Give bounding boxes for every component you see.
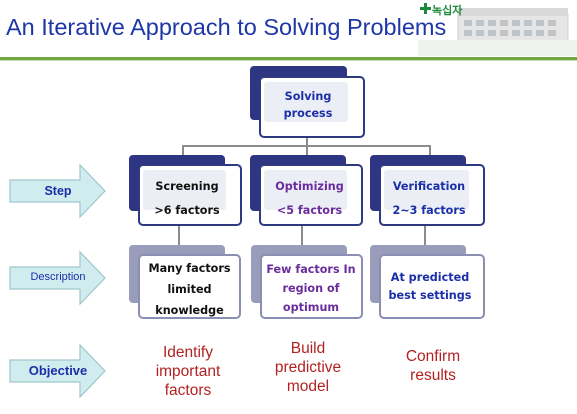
objective-optimizing-line-3: model bbox=[286, 378, 330, 395]
branch-drop-screening bbox=[182, 145, 184, 158]
objective-screening-line-1: Identify bbox=[163, 344, 213, 361]
step-desc-connector-1 bbox=[178, 224, 180, 246]
desc-screening-line-1: Many factors bbox=[148, 262, 231, 275]
desc-verification-line-2: best settings bbox=[388, 289, 472, 302]
objective-verification-line-1: Confirm bbox=[405, 348, 461, 365]
desc-screening-line-2: limited bbox=[167, 283, 212, 296]
step-box-optimizing: Optimizing <5 factors bbox=[250, 155, 363, 226]
objective-verification-line-2: results bbox=[410, 367, 456, 384]
company-logo-text: 녹십자 bbox=[432, 4, 463, 17]
step-desc-connector-3 bbox=[424, 224, 426, 246]
root-connector bbox=[306, 136, 308, 146]
step-screening-factors: >6 factors bbox=[154, 204, 220, 217]
root-box-solving-process: Solving process bbox=[250, 66, 365, 138]
step-box-verification: Verification 2~3 factors bbox=[370, 155, 485, 226]
header-divider bbox=[0, 57, 577, 60]
description-row-arrow-icon bbox=[9, 250, 106, 306]
branch-drop-verification bbox=[429, 145, 431, 158]
root-label-line-2: process bbox=[283, 107, 333, 120]
description-box-optimizing: Few factors In region of optimum bbox=[251, 245, 363, 319]
branch-drop-optimizing bbox=[306, 145, 308, 158]
page-title: An Iterative Approach to Solving Problem… bbox=[6, 14, 447, 40]
desc-optimizing-line-2: region of bbox=[282, 282, 340, 295]
objective-screening-line-2: important bbox=[155, 363, 221, 380]
row-label-step: Step bbox=[44, 184, 72, 198]
root-label-line-1: Solving bbox=[284, 90, 332, 103]
step-desc-connector-2 bbox=[301, 224, 303, 246]
step-verification-name: Verification bbox=[392, 180, 466, 193]
objective-screening-line-3: factors bbox=[164, 382, 212, 399]
step-row-arrow-icon bbox=[9, 163, 106, 219]
step-screening-name: Screening bbox=[155, 180, 219, 193]
objective-optimizing-line-2: predictive bbox=[274, 359, 342, 376]
desc-screening-line-3: knowledge bbox=[155, 304, 224, 317]
step-box-screening: Screening >6 factors bbox=[129, 155, 242, 226]
description-box-verification: At predicted best settings bbox=[370, 245, 485, 319]
row-label-description: Description bbox=[30, 271, 86, 283]
cross-logo-icon bbox=[420, 3, 431, 14]
building-logo-image bbox=[418, 8, 577, 56]
objective-optimizing-line-1: Build bbox=[290, 340, 326, 357]
desc-verification-line-1: At predicted bbox=[390, 271, 470, 284]
desc-optimizing-line-3: optimum bbox=[282, 301, 340, 314]
objective-optimizing: Build predictive model bbox=[258, 339, 358, 396]
step-verification-factors: 2~3 factors bbox=[392, 204, 466, 217]
step-optimizing-name: Optimizing bbox=[275, 180, 344, 193]
objective-row-arrow-icon bbox=[9, 343, 106, 399]
row-label-objective: Objective bbox=[28, 363, 88, 378]
objective-verification: Confirm results bbox=[383, 347, 483, 385]
description-box-screening: Many factors limited knowledge bbox=[129, 245, 241, 319]
desc-optimizing-line-1: Few factors In bbox=[266, 263, 356, 276]
objective-screening: Identify important factors bbox=[138, 343, 238, 400]
step-optimizing-factors: <5 factors bbox=[276, 204, 343, 217]
header-divider-shadow bbox=[0, 60, 577, 61]
